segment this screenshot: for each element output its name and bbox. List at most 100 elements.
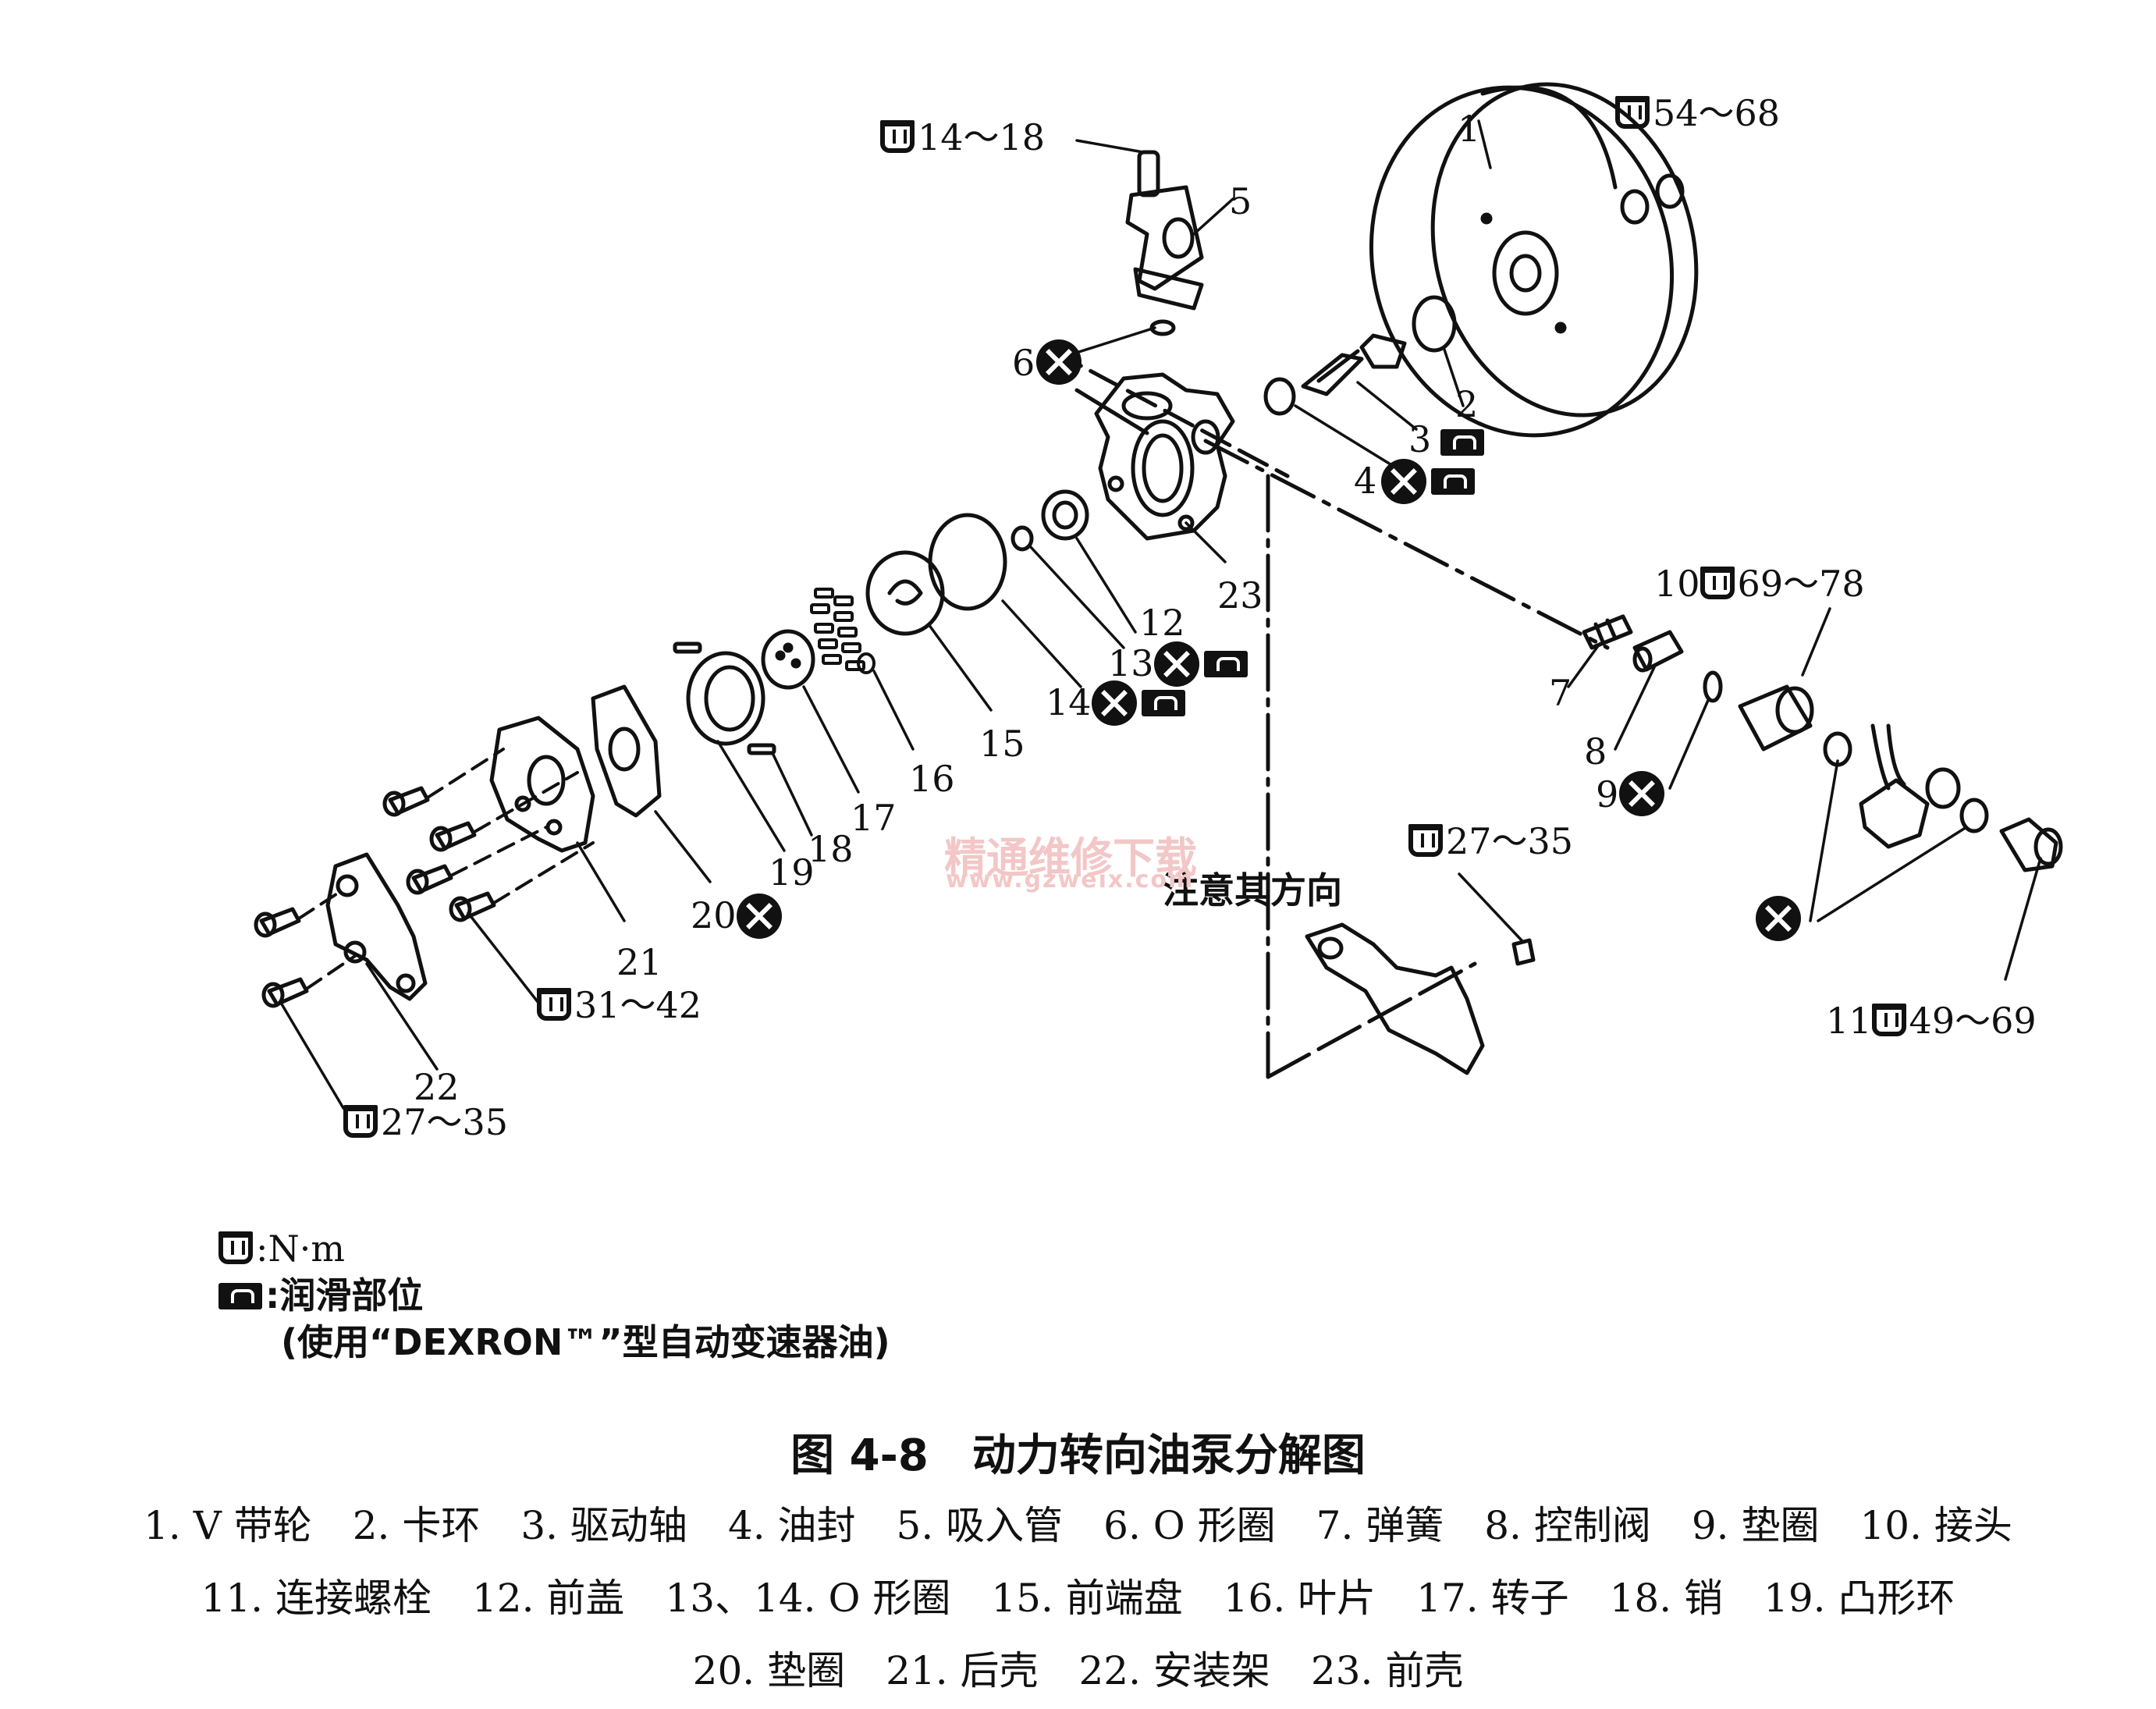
- non-reusable-icon: [1153, 641, 1199, 687]
- o-ring-13: [1011, 525, 1034, 552]
- torque-suction-bolt: 14～18: [880, 119, 1045, 155]
- callout-8: 8: [1584, 730, 1607, 773]
- caption-item: 2. 卡环: [352, 1503, 481, 1548]
- marker-4: [1381, 459, 1475, 504]
- callout-22: 22: [414, 1066, 460, 1108]
- marker-3-lube: [1436, 424, 1484, 460]
- caption-item: 18. 销: [1609, 1576, 1724, 1621]
- control-valve: [1632, 630, 1684, 673]
- union-joint: [1859, 723, 1961, 849]
- callout-12: 12: [1139, 602, 1185, 644]
- callout-3: 3: [1408, 418, 1432, 460]
- caption-item: 3. 驱动轴: [520, 1503, 687, 1548]
- callout-20: 20: [691, 894, 782, 939]
- caption-item: 6. O 形圈: [1103, 1503, 1276, 1548]
- lubrication-icon: [218, 1283, 262, 1309]
- callout-5: 5: [1229, 180, 1252, 222]
- rear-bolts: [254, 786, 496, 1008]
- pressure-plate: [865, 550, 945, 636]
- caption-item: 13、14. O 形圈: [665, 1576, 951, 1621]
- torque-mount-bolts: 27～35: [343, 1104, 508, 1140]
- caption-item: 21. 后壳: [886, 1648, 1039, 1693]
- washer-right: [1959, 798, 1989, 833]
- caption-item: 1. V 带轮: [144, 1503, 312, 1548]
- non-reusable-icon: [1091, 680, 1137, 726]
- lubrication-icon: [1141, 690, 1185, 716]
- snap-ring: [1412, 295, 1457, 353]
- callout-14: 14: [1046, 680, 1185, 726]
- drive-shaft: [1301, 333, 1407, 396]
- non-reusable-icon: [1036, 339, 1082, 385]
- lubrication-icon: [1431, 468, 1475, 495]
- callout-9: 9: [1596, 773, 1619, 815]
- caption-item: 11. 连接螺栓: [201, 1576, 432, 1621]
- caption-item: 7. 弹簧: [1316, 1503, 1444, 1548]
- direction-guide-diagonal: [1266, 961, 1477, 1079]
- non-reusable-icon: [1381, 459, 1426, 504]
- union-bolt: [1999, 817, 2063, 872]
- gasket: [591, 684, 662, 818]
- callout-1: 1: [1458, 108, 1481, 150]
- marker-9: [1619, 771, 1664, 816]
- callout-21: 21: [616, 941, 662, 983]
- figure-title: 图 4-8 动力转向油泵分解图: [790, 1430, 1366, 1481]
- rotor: [761, 629, 815, 690]
- callout-15: 15: [979, 723, 1025, 765]
- torque-rear-bolts: 31～42: [537, 987, 701, 1023]
- callout-16: 16: [909, 758, 955, 800]
- torque-icon: [1615, 96, 1650, 129]
- torque-icon: [1408, 824, 1443, 857]
- torque-icon: [218, 1231, 253, 1264]
- callout-13: 13: [1108, 641, 1248, 687]
- torque-icon: [343, 1105, 378, 1138]
- fitting: [1738, 684, 1814, 751]
- watermark: 精通维修下载: [944, 833, 1197, 883]
- lubrication-icon: [1203, 651, 1248, 677]
- torque-icon: [1700, 567, 1735, 599]
- caption-item: 8. 控制阀: [1484, 1503, 1651, 1548]
- callout-4: 4: [1354, 460, 1377, 502]
- washer-9: [1703, 670, 1723, 703]
- callout-23: 23: [1217, 574, 1263, 616]
- cam-ring: [686, 651, 765, 746]
- torque-icon: [880, 120, 915, 153]
- caption-item: 16. 叶片: [1223, 1576, 1376, 1621]
- torque-icon: [1871, 1004, 1906, 1036]
- non-reusable-icon: [736, 894, 782, 939]
- legend-lube: :润滑部位: [218, 1272, 890, 1319]
- v-belt-pulley: [1369, 82, 1699, 438]
- caption-item: 10. 接头: [1859, 1503, 2012, 1548]
- legend-lube-note: (使用“DEXRON™”型自动变速器油): [281, 1321, 890, 1363]
- caption-item: 9. 垫圈: [1691, 1503, 1820, 1548]
- mounting-bracket: [325, 852, 428, 1001]
- torque-bracket-bolt: 27～35: [1408, 823, 1573, 859]
- callout-2: 2: [1455, 383, 1479, 425]
- non-reusable-icon: [1619, 771, 1664, 816]
- caption-item: 5. 吸入管: [896, 1503, 1064, 1548]
- direction-note: 注意其方向: [1163, 869, 1342, 911]
- torque-pulley-nut: 54～68: [1615, 95, 1780, 131]
- legend: :N·m :润滑部位 (使用“DEXRON™”型自动变速器油): [218, 1225, 890, 1366]
- non-reusable-icon: [1756, 896, 1801, 941]
- callout-17: 17: [851, 797, 897, 839]
- caption-item: 20. 垫圈: [692, 1648, 846, 1693]
- vanes: [810, 588, 876, 674]
- pin: [747, 743, 776, 755]
- lubrication-icon: [1440, 429, 1484, 456]
- callout-19: 19: [769, 851, 815, 894]
- pump-bracket: [1305, 922, 1485, 1075]
- front-cover: [1041, 489, 1089, 541]
- caption-item: 4. 油封: [727, 1503, 856, 1548]
- spring: [1582, 614, 1633, 650]
- caption-item: 17. 转子: [1416, 1576, 1569, 1621]
- callout-7: 7: [1549, 672, 1572, 714]
- pin-top: [673, 641, 702, 654]
- legend-torque: :N·m: [218, 1225, 890, 1272]
- assembly-axis: [1203, 439, 1610, 650]
- caption-item: 15. 前端盘: [991, 1576, 1183, 1621]
- callout-18: 18: [808, 828, 854, 870]
